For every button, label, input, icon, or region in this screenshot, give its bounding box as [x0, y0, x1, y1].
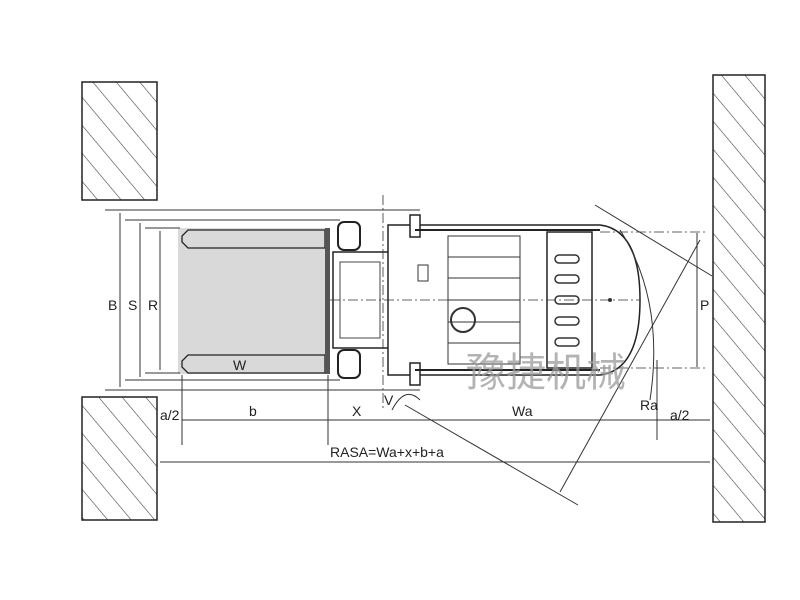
label-V: V: [384, 392, 394, 408]
label-S: S: [128, 297, 137, 313]
label-Wa: Wa: [512, 403, 533, 419]
fork-top: [181, 229, 326, 249]
label-W: W: [233, 357, 247, 373]
label-P: P: [700, 297, 709, 313]
label-a-half-right: a/2: [670, 407, 690, 423]
turning-radius-geometry: [391, 204, 713, 506]
label-Ra: Ra: [640, 397, 658, 413]
label-X: X: [352, 403, 362, 419]
label-b: b: [249, 403, 257, 419]
watermark: 豫捷机械: [466, 350, 626, 396]
label-R: R: [148, 297, 158, 313]
load-pallet: [178, 228, 326, 374]
label-B: B: [108, 297, 117, 313]
wall-top-left: [81, 81, 158, 201]
wall-right: [712, 74, 766, 523]
width-reference-lines: [105, 209, 420, 391]
fork-carriage: [325, 228, 330, 374]
label-formula: RASA=Wa+x+b+a: [330, 444, 444, 460]
dimension-lines: [160, 360, 710, 463]
wall-bottom-left: [81, 396, 158, 521]
label-a-half-left: a/2: [160, 407, 180, 423]
fork-bottom: [181, 354, 326, 374]
